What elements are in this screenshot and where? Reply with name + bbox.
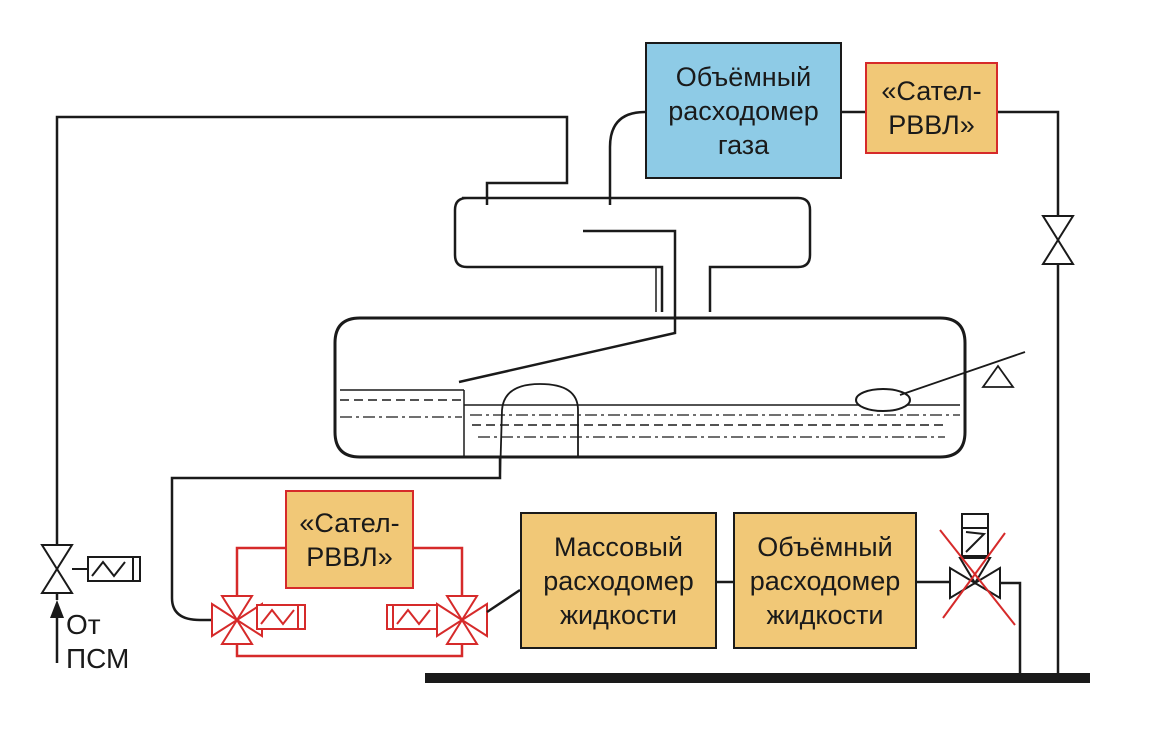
- gas-gate-valve: [1041, 215, 1075, 265]
- gas-dome: [453, 196, 812, 312]
- red-cross-a: [939, 529, 1016, 626]
- satel-rvvl-top-box: «Сател- РВВЛ»: [865, 62, 998, 154]
- to-mass-meter: [486, 588, 521, 614]
- red-valve-left: [211, 595, 306, 645]
- from-psm-label: От ПСМ: [66, 609, 130, 674]
- separator-vessel: [333, 316, 967, 459]
- gas-volume-meter-box: Объёмный расходомер газа: [645, 42, 842, 179]
- red-valve-right: [386, 595, 488, 645]
- disabled-3way-valve: [949, 513, 1001, 600]
- red-cross-b: [942, 532, 1006, 619]
- float: [855, 388, 911, 412]
- valve-to-drain: [1000, 581, 1022, 678]
- inlet-pipe: [55, 115, 569, 600]
- psm-arrow-head: [50, 600, 64, 618]
- gas-outlet-pipe: [608, 110, 646, 205]
- volume-liquid-meter-box: Объёмный расходомер жидкости: [733, 512, 917, 649]
- float-pivot: [981, 364, 1015, 388]
- dome-inner-pipe: [458, 229, 677, 384]
- satel-to-drain-line: [998, 110, 1060, 678]
- mass-liquid-meter-box: Массовый расходомер жидкости: [520, 512, 717, 649]
- siphon-tube: [499, 383, 579, 479]
- satel-rvvl-bottom-box: «Сател- РВВЛ»: [285, 490, 414, 589]
- inlet-valve: [40, 544, 141, 594]
- float-lever: [899, 351, 1026, 396]
- liquid-outlet-pipe: [170, 457, 502, 622]
- red-loop: [235, 546, 464, 658]
